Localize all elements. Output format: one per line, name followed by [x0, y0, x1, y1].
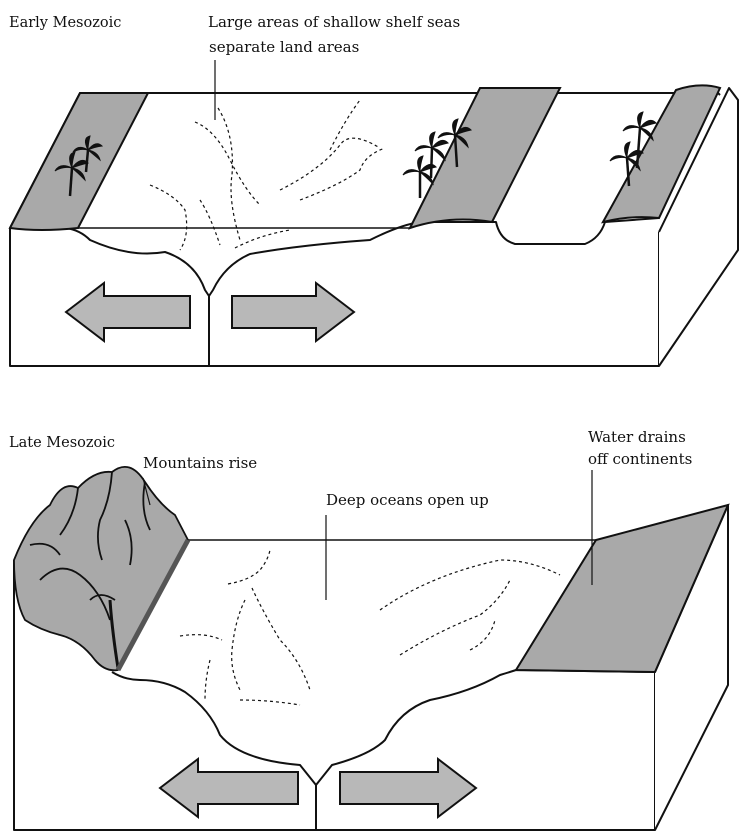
water-drains-label-line1: Water drains — [588, 428, 686, 446]
left-arrow-icon — [158, 756, 299, 820]
right-arrow-icon — [339, 756, 478, 820]
mountains-rise-label: Mountains rise — [143, 454, 257, 472]
late-drained-continent — [514, 503, 730, 674]
palm-tree-icon — [402, 118, 472, 198]
palm-tree-icon — [609, 111, 657, 187]
mountain-range-icon — [13, 465, 191, 672]
late-mesozoic-block — [13, 504, 729, 831]
early-seafloor-profile — [10, 217, 660, 297]
early-mesozoic-title: Early Mesozoic — [9, 15, 121, 31]
water-drains-label-line2: off continents — [588, 450, 692, 468]
early-dashed-features — [149, 99, 386, 251]
late-mesozoic-title: Late Mesozoic — [9, 435, 115, 451]
right-arrow-icon — [231, 280, 356, 344]
deep-oceans-label: Deep oceans open up — [326, 491, 489, 509]
early-land-strip-middle — [408, 87, 562, 230]
palm-tree-icon — [54, 135, 104, 197]
early-land-strip-right — [600, 84, 722, 224]
late-dashed-features — [179, 549, 561, 706]
left-arrow-icon — [64, 280, 191, 344]
shelf-seas-label-line2: separate land areas — [209, 38, 359, 56]
shelf-seas-label-line1: Large areas of shallow shelf seas — [208, 13, 460, 31]
mountains-leader-line — [142, 477, 151, 506]
early-right-face — [658, 87, 739, 367]
